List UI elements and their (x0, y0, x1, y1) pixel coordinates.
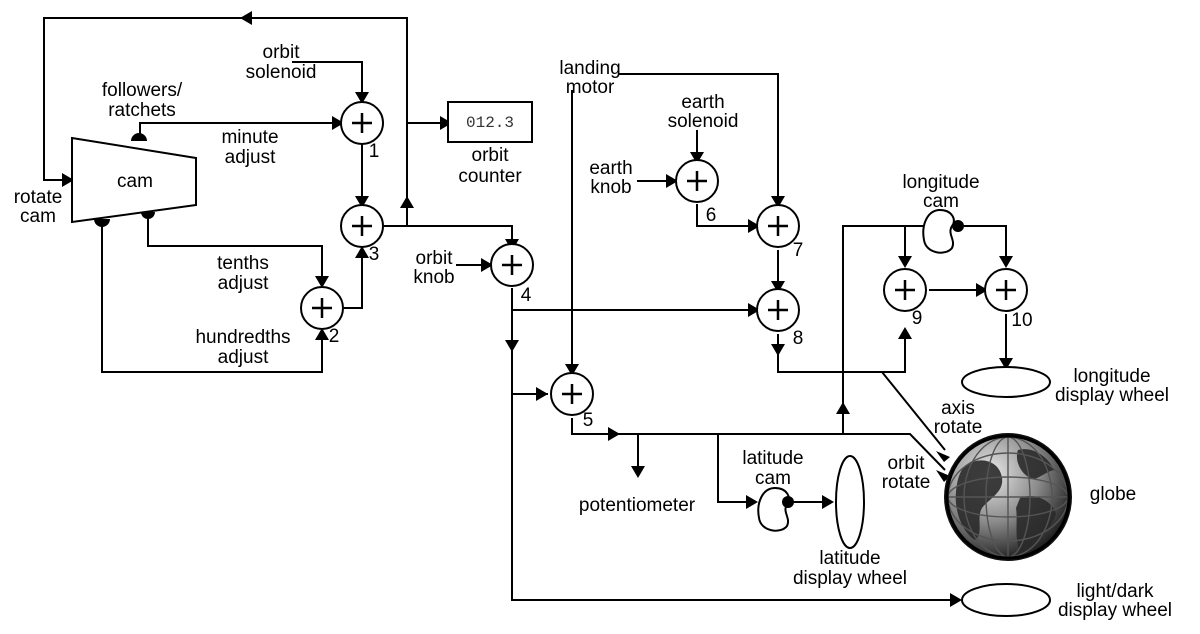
plus-icon (562, 384, 582, 404)
orbit-rotate-label-2: rotate (882, 472, 931, 493)
plus-icon (502, 255, 522, 275)
differential-5: 5 (550, 372, 594, 431)
differential-1: 1 (340, 101, 384, 162)
differential-7: 7 (756, 204, 804, 261)
potentiometer-label: potentiometer (579, 495, 696, 516)
followers-label-2: ratchets (108, 100, 176, 121)
differential-number: 4 (521, 285, 532, 306)
light-dark-wheel-label-2: display wheel (1058, 600, 1172, 621)
differential-4: 4 (490, 243, 534, 306)
differential-9: 9 (883, 268, 927, 329)
differential-3: 3 (340, 204, 384, 265)
differential-number: 7 (793, 240, 804, 261)
axis-rotate-label-2: rotate (934, 417, 983, 438)
earth-solenoid-label-2: solenoid (668, 111, 739, 132)
plus-icon (312, 298, 332, 318)
tenths-adjust-label-2: adjust (218, 273, 269, 294)
longitude-wheel-label: longitude (1073, 366, 1150, 387)
differential-number: 6 (706, 205, 717, 226)
light-dark-display-wheel (961, 583, 1051, 617)
orbit-counter: 012.3 (447, 101, 533, 143)
differential-2: 2 (300, 286, 344, 347)
rotate-cam-label-2: cam (20, 206, 56, 227)
latitude-cam (757, 486, 794, 532)
orbit-rotate-label: orbit (888, 453, 926, 474)
earth-knob-label: earth (589, 158, 632, 179)
longitude-wheel-label-2: display wheel (1055, 385, 1169, 406)
plus-icon (352, 216, 372, 236)
longitude-cam-label: longitude (902, 172, 979, 193)
differential-number: 5 (583, 410, 594, 431)
plus-icon (996, 280, 1016, 300)
cam-label: cam (117, 171, 153, 192)
differential-number: 9 (912, 308, 923, 329)
orbit-knob-label: orbit (416, 248, 454, 269)
globe-label: globe (1090, 484, 1137, 505)
hundredths-adjust-label-2: adjust (218, 347, 269, 368)
minute-adjust-label: minute (221, 127, 278, 148)
landing-motor-label-2: motor (566, 77, 615, 98)
plus-icon (768, 300, 788, 320)
differential-10: 10 (984, 268, 1033, 331)
axis-rotate-label: axis (941, 398, 975, 419)
longitude-cam-label-2: cam (923, 191, 959, 212)
cam-block: cam (71, 133, 197, 227)
latitude-wheel-label-2: display wheel (793, 568, 907, 589)
differential-6: 6 (675, 159, 719, 226)
latitude-cam-label: latitude (742, 448, 803, 469)
longitude-display-wheel (961, 366, 1051, 398)
text-labels: rotate cam followers/ ratchets orbit sol… (14, 42, 1172, 621)
earth-solenoid-label: earth (681, 92, 724, 113)
earth-knob-label-2: knob (590, 177, 631, 198)
light-dark-wheel-label: light/dark (1076, 581, 1154, 602)
orbit-counter-value: 012.3 (466, 114, 514, 132)
plus-icon (352, 113, 372, 133)
tenths-adjust-label: tenths (217, 253, 269, 274)
hundredths-adjust-label: hundredths (195, 327, 290, 348)
plus-icon (768, 216, 788, 236)
differential-number: 3 (369, 244, 380, 265)
rotate-cam-label: rotate (14, 187, 63, 208)
arrowheads (62, 11, 1013, 607)
latitude-display-wheel (835, 455, 865, 549)
connection-lines (43, 17, 1007, 601)
latitude-cam-label-2: cam (755, 468, 791, 489)
globe-icon (944, 433, 1072, 561)
longitude-cam (922, 208, 964, 254)
orbit-knob-label-2: knob (413, 267, 454, 288)
differential-8: 8 (756, 288, 804, 349)
differential-number: 1 (369, 141, 380, 162)
orbit-solenoid-label: orbit (263, 42, 301, 63)
latitude-wheel-label: latitude (819, 548, 880, 569)
differentials: 1 2 3 4 5 6 7 8 9 10 (300, 101, 1033, 431)
orbit-counter-label-2: counter (458, 166, 522, 187)
orbit-solenoid-label-2: solenoid (246, 62, 317, 83)
orbit-counter-label: orbit (472, 145, 510, 166)
minute-adjust-label-2: adjust (225, 147, 276, 168)
followers-label: followers/ (102, 80, 183, 101)
plus-icon (895, 280, 915, 300)
differential-number: 10 (1011, 310, 1032, 331)
plus-icon (687, 171, 707, 191)
differential-number: 8 (793, 328, 804, 349)
landing-motor-label: landing (559, 58, 620, 79)
differential-number: 2 (329, 326, 340, 347)
